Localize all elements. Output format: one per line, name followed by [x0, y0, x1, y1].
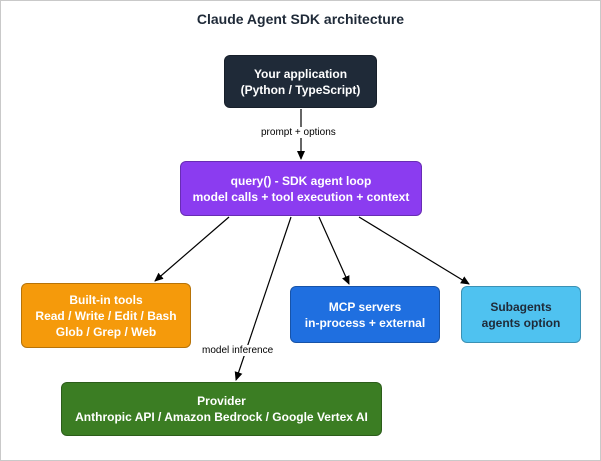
diagram-title: Claude Agent SDK architecture	[196, 11, 405, 27]
node-built-in-tools-line2: Read / Write / Edit / Bash	[35, 308, 177, 323]
node-subagents: Subagents agents option	[461, 286, 581, 343]
node-mcp-servers-title: MCP servers	[328, 299, 402, 314]
edge-query-to-subagents	[358, 216, 470, 285]
node-sdk-agent-loop-subtitle: model calls + tool execution + context	[192, 189, 410, 204]
node-your-application-title: Your application	[253, 66, 348, 81]
node-provider: Provider Anthropic API / Amazon Bedrock …	[61, 382, 382, 436]
node-built-in-tools-line3: Glob / Grep / Web	[55, 324, 157, 339]
node-mcp-servers-subtitle: in-process + external	[304, 315, 426, 330]
edge-label-model-inference: model inference	[200, 345, 276, 356]
edge-label-prompt-options: prompt + options	[259, 127, 338, 138]
node-provider-title: Provider	[197, 394, 246, 408]
edge-query-to-mcp	[318, 216, 350, 285]
node-your-application-subtitle: (Python / TypeScript)	[240, 82, 361, 97]
node-provider-subtitle: Anthropic API / Amazon Bedrock / Google …	[75, 410, 368, 424]
node-subagents-subtitle: agents option	[481, 315, 561, 330]
node-sdk-agent-loop-title: query() - SDK agent loop	[230, 173, 372, 188]
node-sdk-agent-loop: query() - SDK agent loop model calls + t…	[180, 161, 422, 216]
node-built-in-tools-title: Built-in tools	[69, 292, 143, 307]
node-your-application: Your application (Python / TypeScript)	[224, 55, 377, 108]
edge-query-to-tools	[154, 216, 230, 282]
node-mcp-servers: MCP servers in-process + external	[290, 286, 440, 343]
node-subagents-title: Subagents	[490, 299, 552, 314]
node-built-in-tools: Built-in tools Read / Write / Edit / Bas…	[21, 283, 191, 348]
